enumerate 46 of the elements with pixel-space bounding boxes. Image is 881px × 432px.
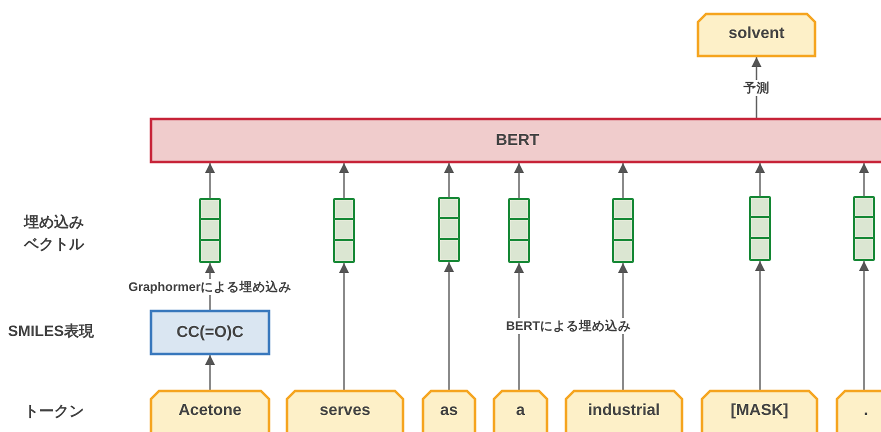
embedding-vector: [853, 196, 875, 261]
arrow: [339, 163, 349, 198]
arrow: [205, 163, 215, 198]
arrow: [444, 163, 454, 197]
token-box: [493, 390, 548, 432]
embedding-vector: [508, 198, 530, 263]
token-box: [150, 390, 270, 432]
token-text: a: [516, 402, 525, 420]
token-box: [697, 13, 816, 57]
token-box: [701, 390, 818, 432]
axis-label: トークン: [24, 402, 84, 421]
arrow: [859, 163, 869, 196]
embedding-vector: [612, 198, 634, 263]
arrow: [514, 263, 524, 390]
token-text: [MASK]: [730, 402, 788, 420]
embedding-vector: [438, 197, 460, 262]
arrow: [339, 263, 349, 390]
model-block: [150, 118, 881, 163]
embedding-vector: [333, 198, 355, 263]
smiles-string: CC(=O)C: [176, 324, 244, 342]
token-box: [422, 390, 476, 432]
edge-label: Graphormerによる埋め込み: [127, 278, 293, 294]
arrow: [859, 261, 869, 390]
embedding-vector: [749, 196, 771, 261]
token-box: [565, 390, 683, 432]
token-text: serves: [320, 402, 370, 420]
arrow: [514, 163, 524, 198]
token-text: solvent: [728, 25, 784, 43]
arrow: [755, 261, 765, 390]
token-text: industrial: [588, 402, 660, 420]
arrow: [618, 263, 628, 390]
arrow: [755, 163, 765, 196]
annotation-label: BERTによる埋め込み: [505, 318, 632, 334]
token-text: .: [864, 402, 868, 420]
smiles-box: [150, 310, 270, 355]
token-box: [286, 390, 404, 432]
token-text: Acetone: [178, 402, 242, 420]
arrow: [618, 163, 628, 198]
arrow: [205, 355, 215, 390]
axis-label: SMILES表現: [8, 322, 94, 341]
token-text: as: [440, 402, 458, 420]
arrow: [444, 262, 454, 390]
edge-label: 予測: [742, 80, 770, 96]
model-name: BERT: [496, 132, 540, 150]
embedding-vector: [199, 198, 221, 263]
axis-label: 埋め込みベクトル: [24, 213, 86, 255]
